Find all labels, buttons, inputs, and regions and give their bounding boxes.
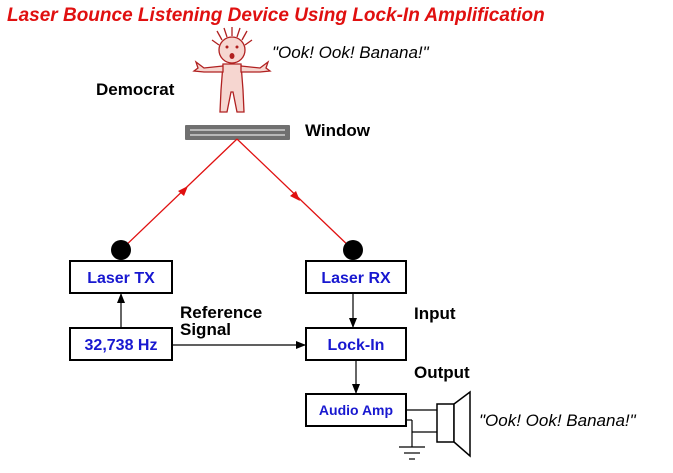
speaker-icon [436,390,471,458]
beam-arrow-down-icon [290,191,300,201]
window-pane [185,125,290,140]
head-icon [218,36,246,64]
person-figure [192,27,272,113]
laser-rx-label: Laser RX [321,270,391,287]
speaker-quote: "Ook! Ook! Banana!" [479,411,637,430]
window-label: Window [305,121,371,140]
signal-label: Signal [180,320,231,339]
laser-tx-label: Laser TX [87,270,155,287]
person-quote: "Ook! Ook! Banana!" [272,43,430,62]
right-arm-icon [240,60,272,73]
person-label: Democrat [96,80,175,99]
beam-arrow-up-icon [178,186,188,196]
lock-in-block: Lock-In [305,327,407,361]
laser-tx-block: Laser TX [69,260,173,294]
ground-icon [399,446,425,460]
left-arm-icon [192,60,224,73]
output-label: Output [414,363,470,382]
laser-detector-lens-icon [343,240,363,260]
hair-icon [211,27,253,46]
audio-amp-block: Audio Amp [305,393,407,427]
oscillator-block: 32,738 Hz [69,327,173,361]
laser-emitter-lens-icon [111,240,131,260]
laser-rx-block: Laser RX [305,260,407,294]
input-label: Input [414,304,456,323]
laser-beam [120,138,354,251]
speaker-wiring [406,409,437,447]
oscillator-label: 32,738 Hz [85,337,158,354]
audio-amp-label: Audio Amp [319,402,393,418]
diagram-title: Laser Bounce Listening Device Using Lock… [7,5,545,26]
reference-label: Reference [180,303,262,322]
lock-in-label: Lock-In [328,337,385,354]
body-icon [219,63,245,113]
